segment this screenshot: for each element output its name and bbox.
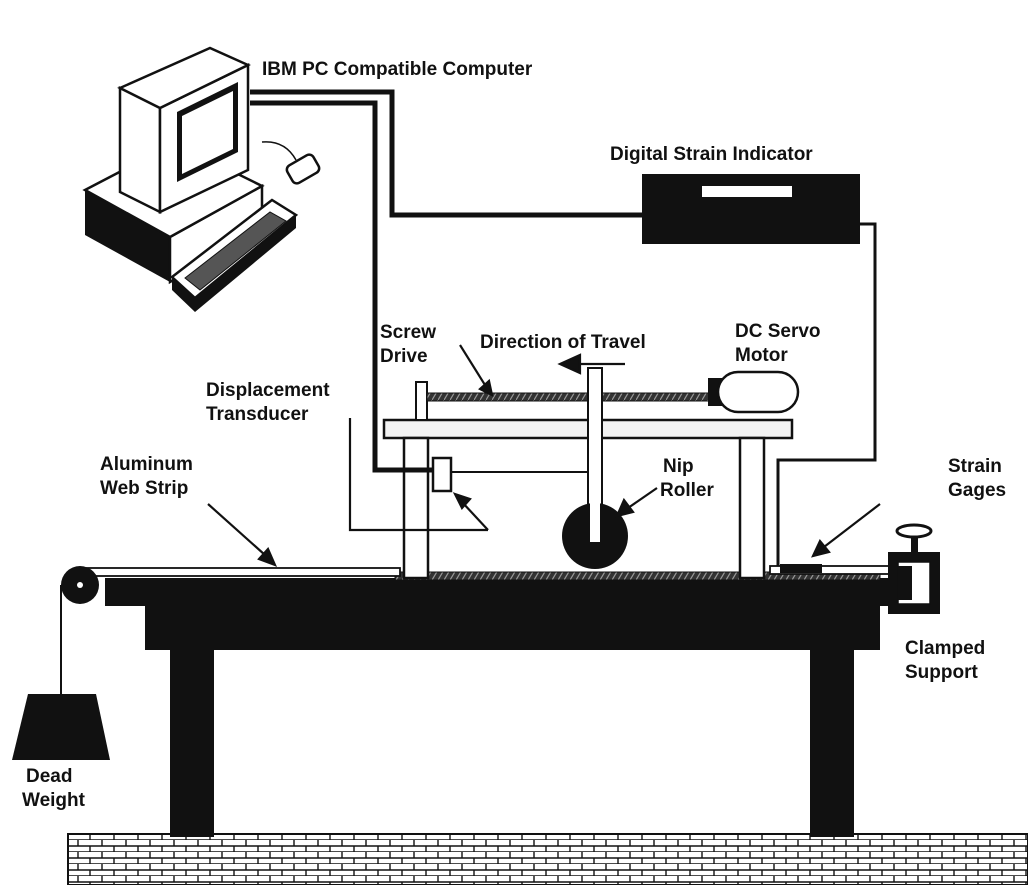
label-nip-roller-1: Nip: [663, 456, 694, 477]
cable-indicator-to-gages: [776, 222, 877, 566]
table-apron: [145, 604, 880, 650]
label-dead-weight-2: Weight: [22, 790, 86, 811]
mouse: [285, 153, 321, 185]
indicator-display: [702, 186, 792, 197]
roller-arm-inner: [590, 500, 600, 542]
pulley-hub: [77, 582, 83, 588]
frame-post-right: [738, 436, 766, 580]
table-top: [105, 578, 915, 606]
label-transducer-1: Displacement: [206, 380, 330, 401]
table-leg-right: [810, 645, 854, 837]
wiring: [250, 89, 877, 566]
nip-roller-assembly: [562, 367, 628, 569]
screw-drive-rod: [426, 392, 718, 402]
label-clamped-support-2: Support: [905, 662, 978, 683]
label-strain-indicator: Digital Strain Indicator: [610, 144, 813, 165]
label-clamped-support-1: Clamped: [905, 638, 985, 659]
displacement-transducer: [431, 456, 588, 493]
pc-base-front: [85, 190, 170, 282]
label-nip-roller-2: Roller: [660, 480, 714, 501]
nip-roller-pointer: [627, 487, 658, 509]
monitor-screen-face: [182, 91, 233, 174]
mouse-cable: [261, 141, 297, 161]
strain-gage: [780, 564, 822, 573]
floor: [67, 833, 1028, 885]
label-computer: IBM PC Compatible Computer: [262, 59, 533, 80]
direction-arrow-head: [557, 353, 582, 375]
label-strain-gages-2: Gages: [948, 480, 1006, 501]
dead-weight: [12, 694, 110, 760]
label-screw-drive-2: Drive: [380, 346, 428, 367]
label-screw-drive-1: Screw: [380, 322, 436, 343]
label-servo-motor-2: Motor: [735, 345, 788, 366]
label-servo-motor-1: DC Servo: [735, 321, 821, 342]
clamped-support: [888, 523, 940, 614]
aluminum-web-strip: [79, 567, 401, 577]
monitor-top: [117, 46, 251, 110]
screw-drive-pointer: [459, 344, 486, 386]
screw-bearing-post: [415, 381, 428, 421]
label-web-strip-1: Aluminum: [100, 454, 193, 475]
label-direction-of-travel: Direction of Travel: [480, 332, 646, 353]
strain-gage-pointer: [823, 503, 881, 548]
pointers: [207, 344, 881, 567]
web-strip-pointer: [207, 503, 266, 556]
dc-servo-motor: [708, 370, 800, 414]
cable-pc-to-transducer: [250, 100, 433, 473]
ibm-pc-computer: [82, 46, 321, 312]
test-table: [105, 571, 915, 837]
label-strain-gages-1: Strain: [948, 456, 1002, 477]
label-dead-weight-1: Dead: [26, 766, 72, 787]
monitor-front: [118, 85, 162, 215]
keyboard-keys: [184, 211, 287, 291]
frame-post-left: [402, 436, 430, 580]
motor-body: [716, 370, 800, 414]
digital-strain-indicator: [642, 174, 860, 244]
dead-weight-assembly: [12, 566, 110, 760]
cable-pc-to-indicator: [250, 89, 642, 218]
transducer-pointer: [348, 418, 488, 532]
label-web-strip-2: Web Strip: [100, 478, 188, 499]
table-leg-left: [170, 645, 214, 837]
label-transducer-2: Transducer: [206, 404, 309, 425]
